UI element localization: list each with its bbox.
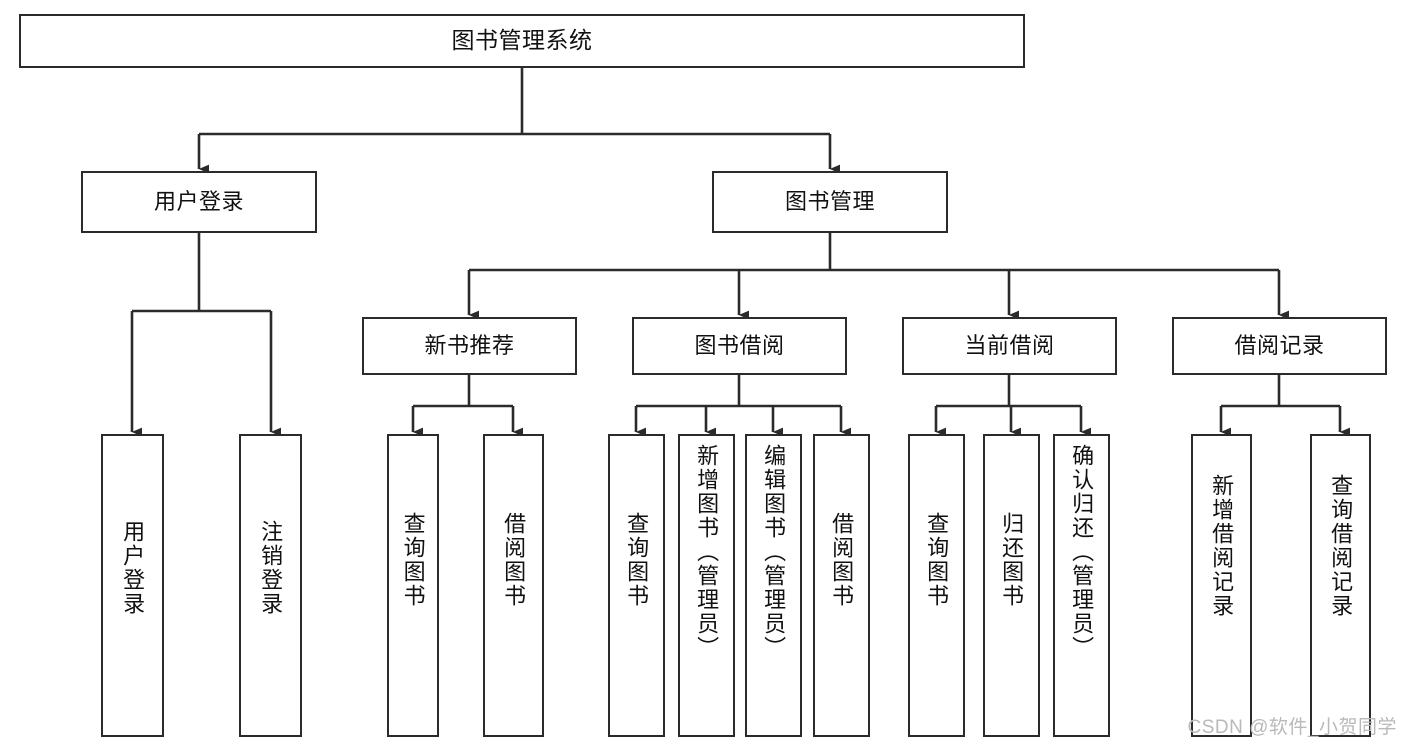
- node-leaf-add-book-label: 新增图书（管理员）: [694, 444, 720, 660]
- node-borrow-record[interactable]: 借阅记录: [1172, 317, 1387, 375]
- node-leaf-borrow-book-2[interactable]: 借阅图书: [813, 434, 870, 737]
- node-current-borrow-label: 当前借阅: [964, 332, 1055, 358]
- node-current-borrow[interactable]: 当前借阅: [902, 317, 1117, 375]
- node-leaf-confirm-return[interactable]: 确认归还（管理员）: [1053, 434, 1110, 737]
- node-user-login[interactable]: 用户登录: [81, 171, 317, 233]
- node-root-label: 图书管理系统: [451, 27, 593, 54]
- node-leaf-return-book[interactable]: 归还图书: [983, 434, 1040, 737]
- node-new-book-recommend-label: 新书推荐: [424, 332, 515, 358]
- node-leaf-add-record[interactable]: 新增借阅记录: [1191, 434, 1252, 737]
- node-leaf-query-book-1[interactable]: 查询图书: [387, 434, 439, 737]
- node-leaf-confirm-return-label: 确认归还（管理员）: [1069, 444, 1095, 660]
- node-leaf-user-login[interactable]: 用户登录: [101, 434, 164, 737]
- node-borrow-record-label: 借阅记录: [1234, 332, 1325, 358]
- node-leaf-logout[interactable]: 注销登录: [239, 434, 302, 737]
- node-book-management[interactable]: 图书管理: [712, 171, 948, 233]
- node-leaf-query-book-3-label: 查询图书: [924, 512, 950, 608]
- node-leaf-logout-label: 注销登录: [258, 520, 284, 616]
- node-user-login-label: 用户登录: [153, 188, 244, 214]
- node-leaf-edit-book[interactable]: 编辑图书（管理员）: [745, 434, 802, 737]
- watermark: CSDN @软件_小贺同学: [1187, 717, 1397, 738]
- wire-group-current-borrow: [934, 375, 1092, 437]
- node-leaf-query-book-2[interactable]: 查询图书: [608, 434, 665, 737]
- wire-group-root: [197, 68, 841, 174]
- wire-group-new-book-recommend: [411, 375, 524, 437]
- wire-group-book-borrow: [634, 375, 852, 437]
- node-leaf-query-record-label: 查询借阅记录: [1328, 474, 1354, 618]
- node-leaf-query-book-3[interactable]: 查询图书: [908, 434, 965, 737]
- wire-group-book-management: [467, 233, 1290, 320]
- node-leaf-add-book[interactable]: 新增图书（管理员）: [678, 434, 735, 737]
- node-book-borrow[interactable]: 图书借阅: [632, 317, 847, 375]
- node-book-borrow-label: 图书借阅: [694, 332, 785, 358]
- node-root[interactable]: 图书管理系统: [19, 14, 1025, 68]
- node-leaf-borrow-book-1[interactable]: 借阅图书: [483, 434, 544, 737]
- wire-group-borrow-record: [1219, 375, 1351, 437]
- node-leaf-query-book-2-label: 查询图书: [624, 512, 650, 608]
- node-leaf-add-record-label: 新增借阅记录: [1209, 474, 1235, 618]
- node-leaf-query-record[interactable]: 查询借阅记录: [1310, 434, 1371, 737]
- node-leaf-borrow-book-1-label: 借阅图书: [501, 512, 527, 608]
- wire-group-user-login: [130, 233, 282, 437]
- node-new-book-recommend[interactable]: 新书推荐: [362, 317, 577, 375]
- node-leaf-edit-book-label: 编辑图书（管理员）: [761, 444, 787, 660]
- node-leaf-user-login-label: 用户登录: [120, 520, 146, 616]
- node-book-management-label: 图书管理: [784, 188, 875, 214]
- node-leaf-borrow-book-2-label: 借阅图书: [829, 512, 855, 608]
- node-leaf-return-book-label: 归还图书: [999, 512, 1025, 608]
- node-leaf-query-book-1-label: 查询图书: [400, 512, 426, 608]
